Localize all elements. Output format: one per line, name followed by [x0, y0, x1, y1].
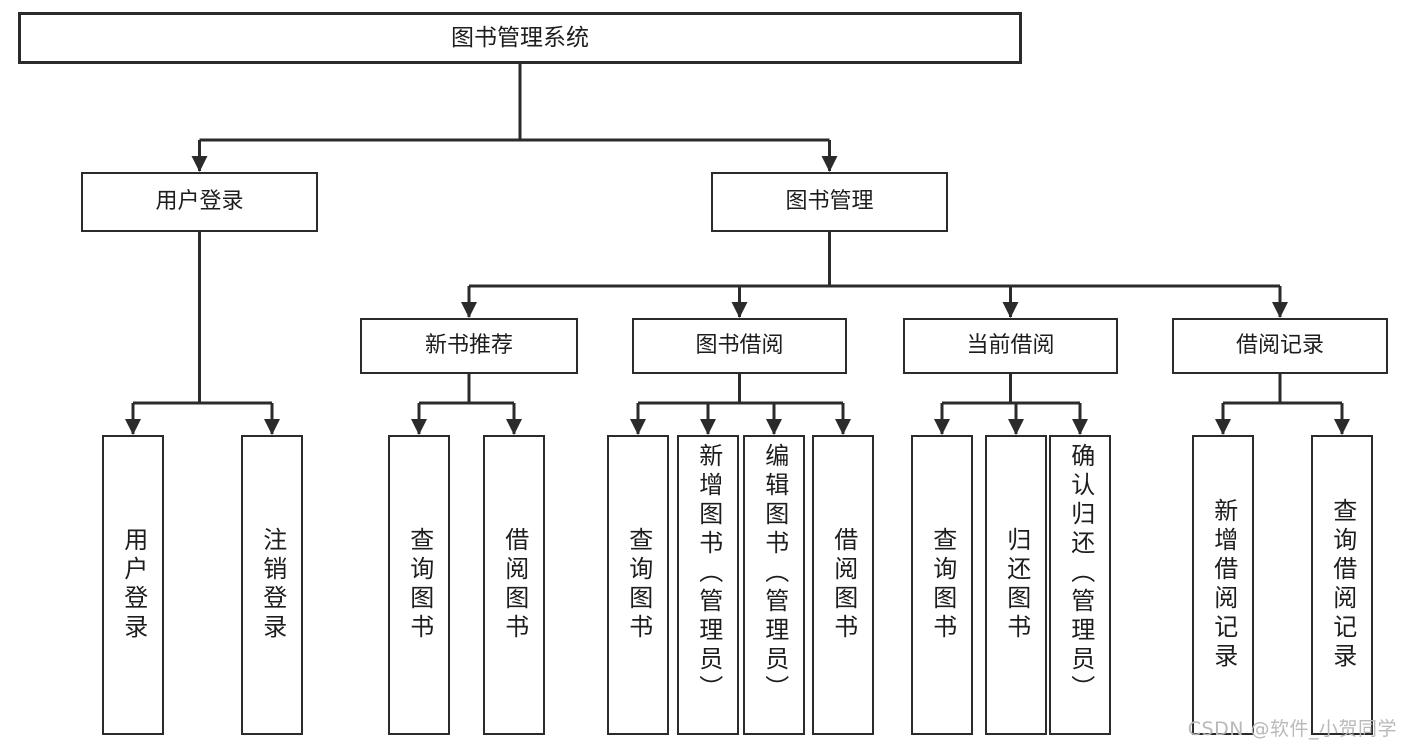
node-leaf-confirm-return-label: 确认归还（管理员） [1066, 443, 1095, 704]
arrow-head-icon [1334, 419, 1350, 435]
arrow-head-icon [934, 419, 950, 435]
arrow-head-icon [264, 419, 280, 435]
node-new-book-rec[interactable]: 新书推荐 [360, 318, 578, 374]
node-leaf-borrow-book-2[interactable]: 借阅图书 [812, 435, 874, 735]
node-leaf-return-book-label: 归还图书 [1002, 527, 1031, 643]
node-leaf-borrow-book-1-label: 借阅图书 [500, 527, 529, 643]
node-new-book-rec-label: 新书推荐 [424, 333, 513, 359]
node-user-login[interactable]: 用户登录 [81, 172, 318, 232]
arrow-head-icon [411, 419, 427, 435]
node-leaf-add-book-label: 新增图书（管理员） [694, 443, 723, 704]
node-leaf-edit-book-label: 编辑图书（管理员） [760, 443, 789, 704]
node-leaf-user-login-label: 用户登录 [119, 527, 148, 643]
arrow-head-icon [731, 302, 748, 318]
node-leaf-query-book-1-label: 查询图书 [405, 527, 434, 643]
node-leaf-borrow-book-1[interactable]: 借阅图书 [483, 435, 545, 735]
watermark-text: CSDN @软件_小贺同学 [1187, 718, 1397, 740]
node-leaf-add-book[interactable]: 新增图书（管理员） [677, 435, 739, 735]
arrow-head-icon [1272, 302, 1288, 318]
node-leaf-add-record[interactable]: 新增借阅记录 [1192, 435, 1254, 735]
node-user-login-label: 用户登录 [155, 189, 244, 215]
arrow-head-icon [1215, 419, 1231, 435]
arrow-head-icon [1002, 302, 1019, 318]
node-leaf-query-record[interactable]: 查询借阅记录 [1311, 435, 1373, 735]
arrow-head-icon [191, 156, 208, 172]
node-leaf-query-book-1[interactable]: 查询图书 [388, 435, 450, 735]
node-leaf-borrow-book-2-label: 借阅图书 [829, 527, 858, 643]
node-book-manage[interactable]: 图书管理 [711, 172, 948, 232]
arrow-head-icon [1008, 419, 1024, 435]
node-current-borrow[interactable]: 当前借阅 [903, 318, 1118, 374]
node-current-borrow-label: 当前借阅 [966, 333, 1055, 359]
node-leaf-query-book-2[interactable]: 查询图书 [607, 435, 669, 735]
arrow-head-icon [821, 156, 838, 172]
node-leaf-edit-book[interactable]: 编辑图书（管理员） [743, 435, 805, 735]
node-leaf-query-book-3[interactable]: 查询图书 [911, 435, 973, 735]
node-book-borrow[interactable]: 图书借阅 [632, 318, 847, 374]
node-leaf-add-record-label: 新增借阅记录 [1209, 498, 1238, 672]
arrow-head-icon [506, 419, 522, 435]
node-book-borrow-label: 图书借阅 [695, 333, 784, 359]
arrow-head-icon [125, 419, 141, 435]
arrow-head-icon [766, 419, 782, 435]
node-leaf-query-book-2-label: 查询图书 [624, 527, 653, 643]
node-root-label: 图书管理系统 [451, 24, 589, 51]
arrow-head-icon [835, 419, 851, 435]
arrow-head-icon [700, 419, 716, 435]
node-leaf-confirm-return[interactable]: 确认归还（管理员） [1049, 435, 1111, 735]
node-book-manage-label: 图书管理 [785, 189, 874, 215]
node-borrow-record-label: 借阅记录 [1235, 333, 1324, 359]
arrow-head-icon [461, 302, 477, 318]
arrow-head-icon [630, 419, 646, 435]
node-borrow-record[interactable]: 借阅记录 [1172, 318, 1388, 374]
node-leaf-query-book-3-label: 查询图书 [928, 527, 957, 643]
node-leaf-user-logout-label: 注销登录 [258, 527, 287, 643]
node-leaf-query-record-label: 查询借阅记录 [1328, 498, 1357, 672]
arrow-head-icon [1072, 419, 1088, 435]
node-leaf-user-logout[interactable]: 注销登录 [241, 435, 303, 735]
node-leaf-user-login[interactable]: 用户登录 [102, 435, 164, 735]
node-root[interactable]: 图书管理系统 [18, 12, 1022, 64]
node-leaf-return-book[interactable]: 归还图书 [985, 435, 1047, 735]
